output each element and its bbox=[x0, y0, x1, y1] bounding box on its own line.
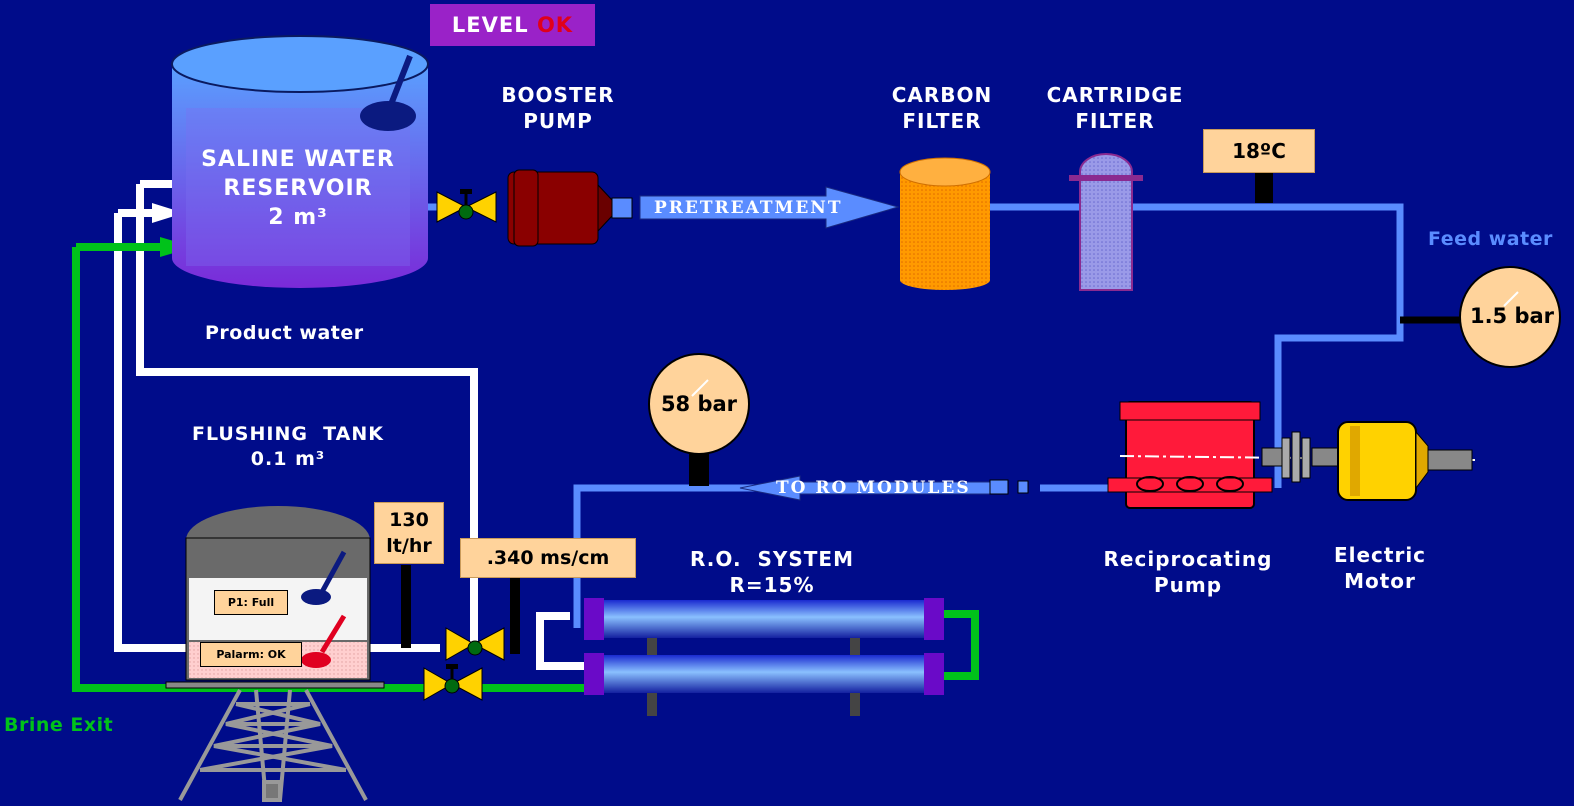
flushing-line1: FLUSHING TANK bbox=[191, 423, 385, 445]
cartridge-filter bbox=[1069, 153, 1143, 291]
ro-modules bbox=[584, 598, 944, 716]
flow-readout: 130 lt/hr bbox=[374, 502, 444, 564]
reservoir-line3: 2 m³ bbox=[268, 205, 328, 230]
flow-unit: lt/hr bbox=[386, 535, 432, 557]
flow-value: 130 bbox=[389, 509, 429, 531]
brine-exit-label: Brine Exit bbox=[4, 714, 114, 736]
booster-pump-label: BOOSTER PUMP bbox=[488, 82, 628, 134]
electric-motor bbox=[1337, 421, 1473, 501]
recip-line2: Pump bbox=[1153, 573, 1223, 597]
reservoir-line2: RESERVOIR bbox=[223, 176, 373, 201]
booster-pump bbox=[507, 169, 633, 247]
temp-sensor-stem bbox=[1255, 173, 1273, 203]
ro-line2: R=15% bbox=[729, 573, 815, 597]
coupling bbox=[1261, 431, 1339, 483]
conductivity-readout: .340 ms/cm bbox=[460, 538, 636, 578]
feed-water-label: Feed water bbox=[1428, 228, 1553, 250]
reciprocating-pump-label: Reciprocating Pump bbox=[1090, 546, 1286, 598]
brine-valve-icon bbox=[423, 664, 483, 701]
carbon-filter-label: CARBON FILTER bbox=[872, 82, 1012, 134]
reservoir-label: SALINE WATER RESERVOIR 2 m³ bbox=[186, 145, 410, 232]
ro-pressure-gauge bbox=[648, 353, 750, 455]
flush-valve-icon bbox=[445, 627, 505, 661]
booster-valve-icon bbox=[436, 189, 497, 223]
level-status: OK bbox=[536, 13, 574, 37]
ro-gauge-stem bbox=[689, 446, 709, 486]
saline-water-reservoir bbox=[171, 35, 429, 288]
booster-line1: BOOSTER bbox=[501, 83, 615, 107]
temperature-readout: 18ºC bbox=[1203, 129, 1315, 173]
electric-motor-label: Electric Motor bbox=[1320, 542, 1440, 594]
carbon-line1: CARBON bbox=[891, 83, 993, 107]
ro-line1: R.O. SYSTEM bbox=[690, 547, 854, 571]
to-ro-arrow bbox=[739, 475, 991, 501]
to-ro-label: TO RO MODULES bbox=[776, 478, 971, 498]
feed-pressure-gauge bbox=[1459, 266, 1561, 368]
carbon-line2: FILTER bbox=[902, 109, 982, 133]
palarm-status: Palarm: OK bbox=[200, 642, 302, 667]
flushing-line2: 0.1 m³ bbox=[250, 448, 326, 470]
feed-pressure-readout: 1.5 bar bbox=[1469, 304, 1555, 328]
level-indicator: LEVEL OK bbox=[430, 4, 595, 46]
cartridge-line1: CARTRIDGE bbox=[1046, 83, 1184, 107]
product-arrow-2 bbox=[152, 203, 184, 223]
ro-pressure-readout: 58 bar bbox=[660, 392, 738, 416]
pretreatment-arrow bbox=[639, 186, 900, 229]
flushing-tank-label: FLUSHING TANK 0.1 m³ bbox=[168, 422, 408, 472]
product-water-label: Product water bbox=[205, 322, 364, 344]
recip-line1: Reciprocating bbox=[1103, 547, 1273, 571]
cartridge-line2: FILTER bbox=[1075, 109, 1155, 133]
ro-system-label: R.O. SYSTEM R=15% bbox=[672, 546, 872, 598]
carbon-filter bbox=[899, 157, 991, 290]
p1-status: P1: Full bbox=[214, 590, 288, 615]
motor-line2: Motor bbox=[1344, 569, 1416, 593]
reservoir-line1: SALINE WATER bbox=[201, 147, 395, 172]
booster-line2: PUMP bbox=[523, 109, 593, 133]
level-prefix: LEVEL bbox=[451, 13, 537, 37]
tank-tower bbox=[178, 689, 368, 802]
motor-line1: Electric bbox=[1333, 543, 1427, 567]
cartridge-filter-label: CARTRIDGE FILTER bbox=[1030, 82, 1200, 134]
pretreatment-label: PRETREATMENT bbox=[654, 198, 843, 218]
